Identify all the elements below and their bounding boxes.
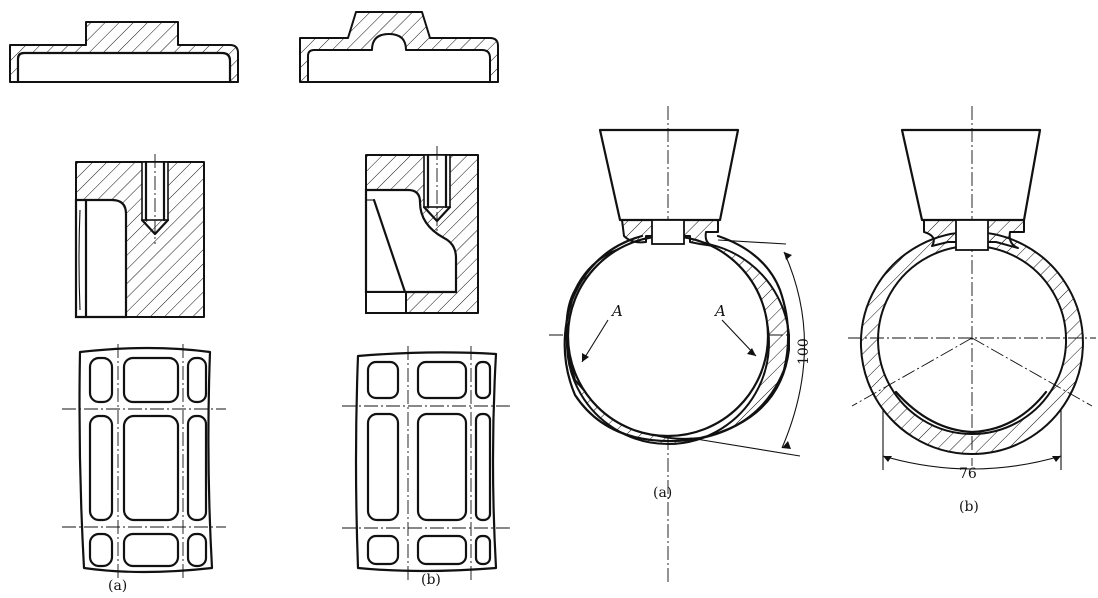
section-mark-right: A: [713, 302, 726, 320]
section-mark-left: A: [610, 302, 623, 320]
lid-section-b: [299, 11, 499, 83]
dimension-76: 76: [959, 466, 977, 482]
label-left-a: (a): [108, 578, 127, 594]
boss-section-a: [74, 154, 205, 319]
ring-assembly-a: [549, 106, 806, 582]
label-right-a: (a): [653, 485, 672, 501]
grid-plate-a: [62, 344, 226, 580]
lid-section-a: [9, 21, 239, 84]
label-left-b: (b): [421, 572, 441, 588]
ring-assembly-b: [848, 106, 1096, 470]
label-right-b: (b): [959, 499, 979, 515]
boss-section-b: [364, 146, 479, 314]
grid-plate-b: [342, 346, 512, 580]
dimension-100: 100: [796, 338, 812, 365]
